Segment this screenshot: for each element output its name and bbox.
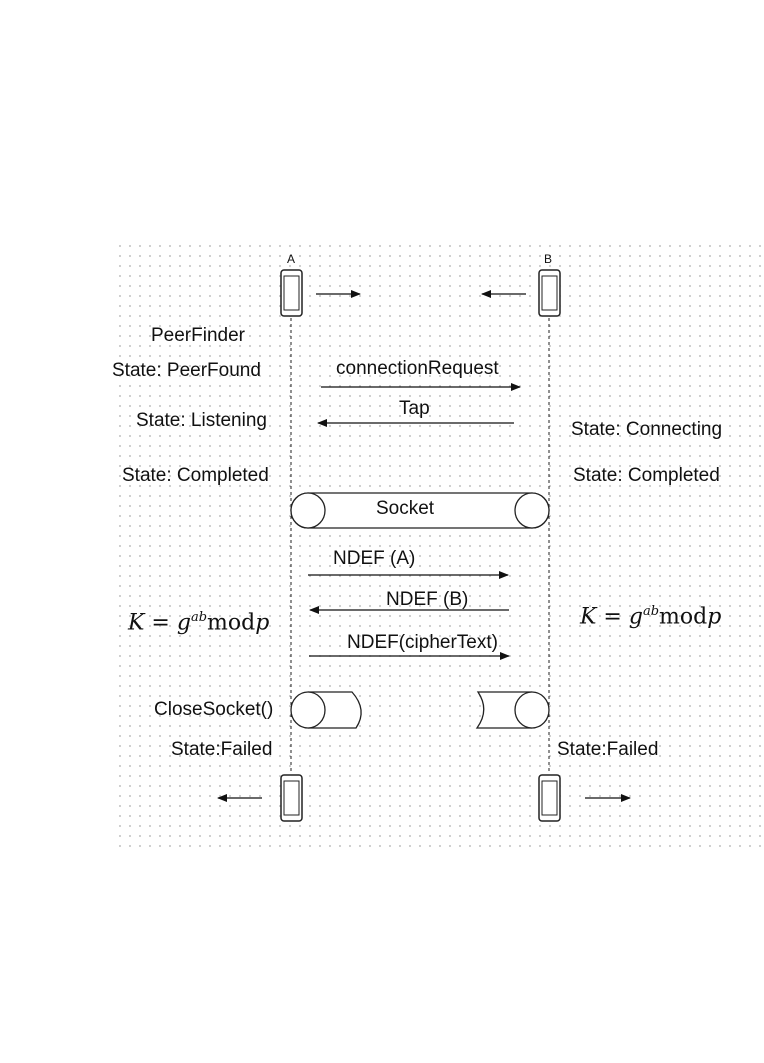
participant-b-label: B xyxy=(544,252,553,266)
participant-a-label: A xyxy=(287,252,296,266)
connection-request-label: connectionRequest xyxy=(336,358,499,379)
peerfinder-label: PeerFinder xyxy=(151,325,245,346)
phone-icon-a-top xyxy=(280,269,303,317)
tap-label: Tap xyxy=(399,398,430,419)
formula-exponent: ab xyxy=(642,604,660,619)
state-failed-a-label: State:Failed xyxy=(171,739,273,760)
key-formula-b: K = gabmodp xyxy=(580,605,721,628)
formula-variable: p xyxy=(255,610,270,636)
formula-variable: p xyxy=(707,604,722,630)
ndef-a-label: NDEF (A) xyxy=(333,548,416,569)
ndef-cipher-label: NDEF(cipherText) xyxy=(347,632,498,653)
formula-lhs: K = g xyxy=(128,610,191,636)
formula-exponent: ab xyxy=(190,610,208,625)
state-completed-b-label: State: Completed xyxy=(573,465,720,486)
closesocket-label: CloseSocket() xyxy=(154,699,274,720)
state-connecting-label: State: Connecting xyxy=(571,419,723,440)
state-completed-a-label: State: Completed xyxy=(122,465,269,486)
state-failed-b-label: State:Failed xyxy=(557,739,659,760)
phone-icon-b-bottom xyxy=(538,774,561,822)
broken-socket-b xyxy=(475,691,550,729)
broken-socket-a xyxy=(290,691,362,729)
state-listening-label: State: Listening xyxy=(136,410,267,431)
ndef-b-label: NDEF (B) xyxy=(386,589,469,610)
formula-operator: mod xyxy=(659,604,708,630)
socket-label: Socket xyxy=(376,498,435,519)
formula-operator: mod xyxy=(207,610,256,636)
formula-lhs: K = g xyxy=(580,604,643,630)
phone-icon-a-bottom xyxy=(280,774,303,822)
diagram-canvas xyxy=(112,238,762,850)
key-formula-a: K = gabmodp xyxy=(128,611,269,634)
phone-icon-b-top xyxy=(538,269,561,317)
socket-pipe xyxy=(290,492,550,529)
state-peerfound-label: State: PeerFound xyxy=(112,360,261,381)
